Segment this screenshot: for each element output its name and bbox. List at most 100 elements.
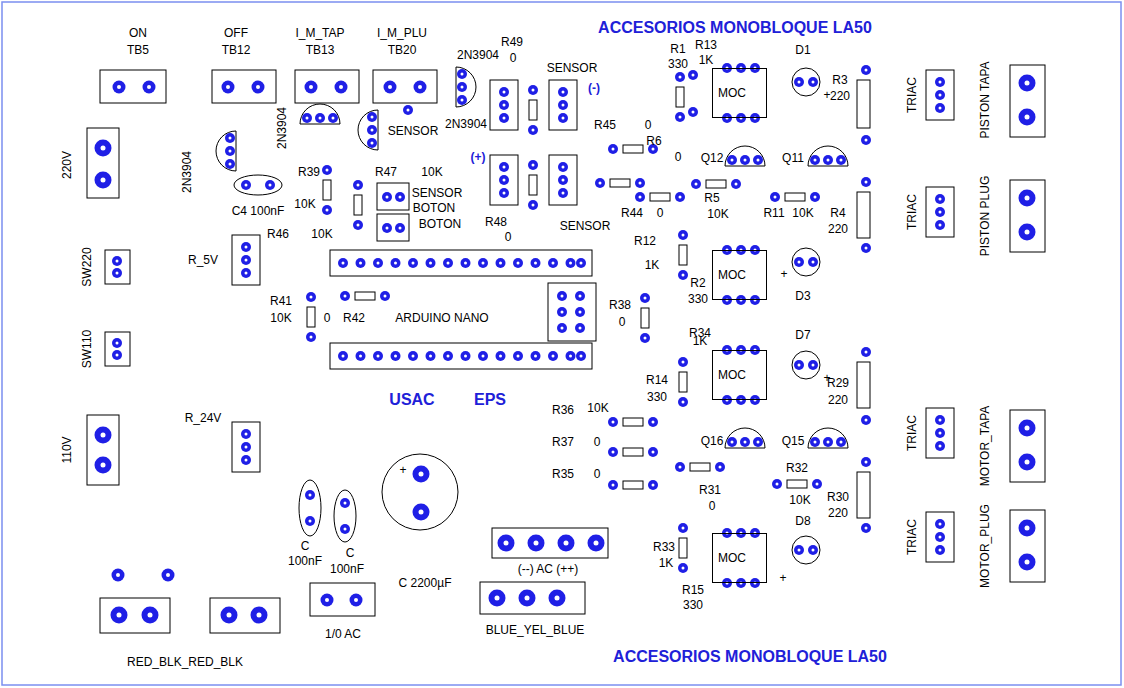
silkscreen-label: I_M_TAP — [295, 27, 344, 39]
vertical-silkscreen-label: 2N3904 — [181, 151, 193, 193]
silkscreen-label: (-) — [588, 82, 600, 94]
silkscreen-label: SENSOR — [560, 220, 611, 232]
silkscreen-label: 0 — [619, 316, 626, 328]
silkscreen-label: Q12 — [701, 152, 724, 164]
silkscreen-label: D8 — [795, 515, 810, 527]
silkscreen-label: TB5 — [127, 44, 149, 56]
silkscreen-label: SENSOR — [412, 187, 463, 199]
vertical-silkscreen-label: TRIAC — [906, 194, 918, 230]
vertical-silkscreen-label: TRIAC — [906, 415, 918, 451]
silkscreen-label: R29 — [827, 377, 849, 389]
silkscreen-label: BOTON — [419, 218, 461, 230]
silkscreen-label: ON — [129, 27, 147, 39]
transistors — [216, 67, 848, 448]
ic-label: MOC — [718, 369, 746, 381]
silkscreen-label: (+) — [471, 151, 486, 163]
vertical-silkscreen-label: 110V — [61, 436, 73, 463]
silkscreen-label: USAC — [389, 392, 434, 408]
silkscreen-label: R_5V — [188, 254, 218, 266]
silkscreen-label: R14 — [646, 374, 668, 386]
vertical-silkscreen-label: TRIAC — [906, 519, 918, 555]
silkscreen-label: 2N3904 — [457, 49, 499, 61]
silkscreen-label: 100nF — [330, 563, 364, 575]
ic-label: MOC — [718, 552, 746, 564]
silkscreen-label: D1 — [795, 44, 810, 56]
silkscreen-label: Q16 — [701, 435, 724, 447]
silkscreen-label: 10K — [311, 228, 332, 240]
silkscreen-label: R30 — [827, 491, 849, 503]
silkscreen-label: I_M_PLU — [377, 27, 427, 39]
silkscreen-label: 220 — [828, 394, 848, 406]
silkscreen-label: R5 — [704, 192, 719, 204]
silkscreen-label: 220 — [828, 507, 848, 519]
silkscreen-label: TB13 — [306, 44, 335, 56]
silkscreen-label: 1K — [693, 335, 708, 347]
silkscreen-label: C4 100nF — [232, 205, 285, 217]
silkscreen-label: 330 — [688, 293, 708, 305]
silkscreen-label: C 2200µF — [399, 577, 452, 589]
silkscreen-label: 0 — [594, 468, 601, 480]
silkscreen-label: R37 — [552, 436, 574, 448]
silkscreen-label: R44 — [621, 207, 643, 219]
ic-label: MOC — [718, 87, 746, 99]
silkscreen-label: 0 — [709, 500, 716, 512]
silkscreen-label: R31 — [699, 484, 721, 496]
silkscreen-label: 0 — [675, 151, 682, 163]
capacitors-leds — [234, 68, 820, 564]
silkscreen-label: 0 — [657, 207, 664, 219]
silkscreen-label: BLUE_YEL_BLUE — [486, 624, 585, 636]
vertical-silkscreen-label: MOTOR_PLUG — [979, 504, 991, 588]
silkscreen-label: R33 — [653, 541, 675, 553]
silkscreen-label: + — [823, 89, 830, 101]
silkscreen-label: 330 — [683, 599, 703, 611]
silkscreen-label: R36 — [552, 404, 574, 416]
silkscreen-label: + — [399, 464, 406, 476]
silkscreen-label: R42 — [343, 312, 365, 324]
silkscreen-label: R35 — [552, 468, 574, 480]
silkscreen-label: Q15 — [782, 435, 805, 447]
silkscreen-label: R39 — [298, 166, 320, 178]
silkscreen-label: R49 — [501, 36, 523, 48]
silkscreen-label: 1K — [699, 54, 714, 66]
silkscreen-label: BOTON — [413, 202, 455, 214]
silkscreen-label: 0 — [594, 436, 601, 448]
vertical-silkscreen-label: 220V — [61, 151, 73, 179]
silkscreen-label: 0 — [505, 231, 512, 243]
silkscreen-label: R45 — [594, 119, 616, 131]
silkscreen-label: R11 — [763, 207, 784, 219]
silkscreen-label: RED_BLK_RED_BLK — [127, 656, 243, 668]
silkscreen-label: R38 — [609, 299, 631, 311]
silkscreen-label: SENSOR — [388, 125, 439, 137]
silkscreen-label: + — [779, 572, 786, 584]
silkscreen-label: ACCESORIOS MONOBLOQUE LA50 — [598, 20, 872, 36]
silkscreen-label: TB20 — [388, 44, 417, 56]
ic-label: MOC — [718, 269, 746, 281]
silkscreen-label: TB12 — [222, 44, 251, 56]
silkscreen-label: 1/0 AC — [325, 628, 361, 640]
silkscreen-label: 1K — [645, 259, 660, 271]
silkscreen-label: 0 — [510, 52, 517, 64]
vertical-silkscreen-label: PISTON TAPA — [979, 61, 991, 138]
silkscreen-label: R3 — [832, 74, 847, 86]
silkscreen-label: (--) AC (++) — [518, 563, 579, 575]
silkscreen-label: R4 — [830, 207, 845, 219]
silkscreen-label: ACCESORIOS MONOBLOQUE LA50 — [613, 649, 887, 665]
silkscreen-label: 1K — [659, 557, 674, 569]
silkscreen-label: 10K — [792, 207, 813, 219]
silkscreen-label: D3 — [795, 290, 810, 302]
vertical-silkscreen-label: TRIAC — [906, 77, 918, 113]
silkscreen-label: 2N3904 — [445, 118, 487, 130]
terminal-blocks — [87, 65, 1045, 633]
silkscreen-label: 10K — [707, 208, 728, 220]
silkscreen-label: 0 — [324, 312, 331, 324]
optocoupler-ic: MOC — [712, 68, 767, 118]
optocoupler-ic: MOC — [712, 350, 767, 400]
headers — [232, 70, 954, 562]
vertical-silkscreen-label: SW110 — [81, 330, 93, 368]
silkscreen-label: R41 — [270, 295, 292, 307]
vertical-silkscreen-label: SW220 — [81, 247, 93, 286]
silkscreen-label: C — [301, 540, 310, 552]
